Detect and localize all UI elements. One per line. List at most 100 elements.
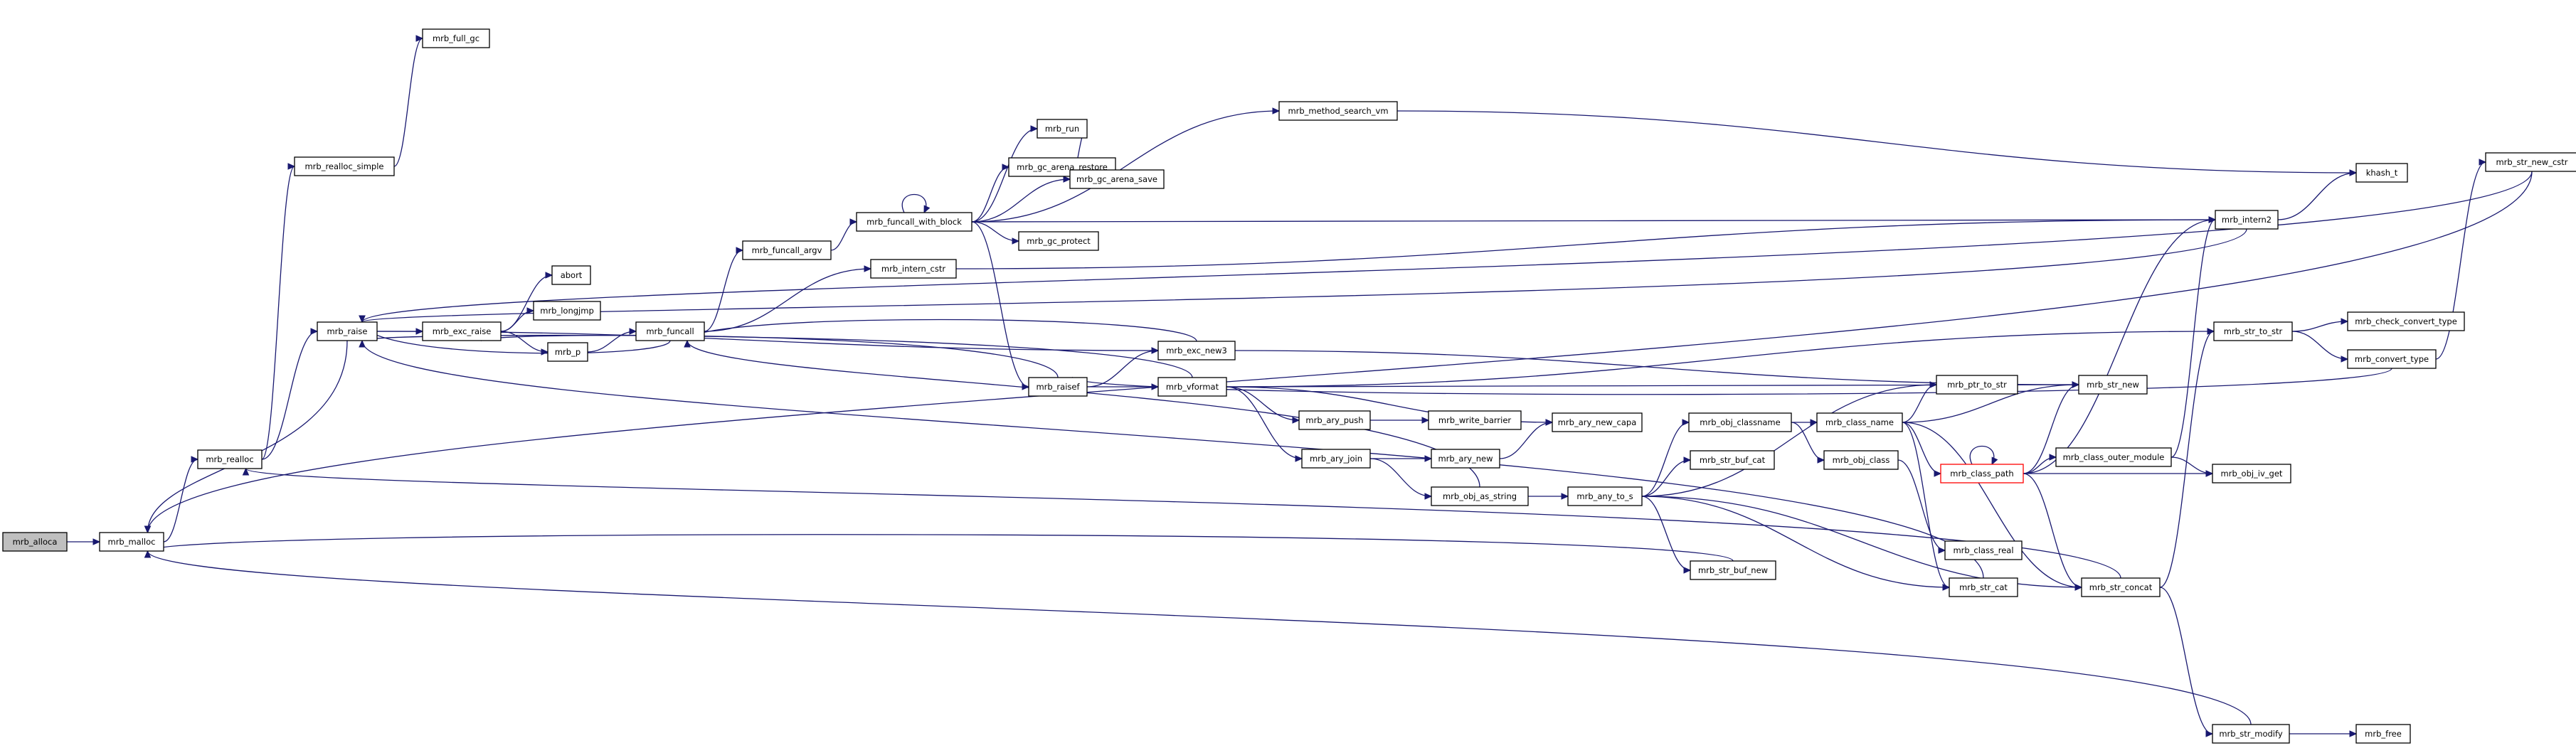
node-mrb-malloc[interactable]: mrb_malloc xyxy=(99,532,164,552)
node-mrb-obj-class[interactable]: mrb_obj_class xyxy=(1823,450,1899,470)
node-mrb-realloc-simple[interactable]: mrb_realloc_simple xyxy=(294,156,395,176)
edge-mrb-str-concat-to-mrb-realloc xyxy=(242,467,2121,579)
node-mrb-gc-arena-save[interactable]: mrb_gc_arena_save xyxy=(1069,169,1165,189)
node-mrb-ary-new[interactable]: mrb_ary_new xyxy=(1431,449,1500,469)
edge-mrb-raisef-to-mrb-exc-new3 xyxy=(1086,347,1160,388)
node-box xyxy=(2355,163,2408,183)
node-mrb-ary-new-capa[interactable]: mrb_ary_new_capa xyxy=(1552,412,1643,432)
node-abort[interactable]: abort xyxy=(551,265,591,285)
node-box xyxy=(1278,101,1398,121)
edge-mrb-funcall-with-block-to-mrb-gc-arena-save xyxy=(971,176,1071,223)
node-mrb-funcall-with-block[interactable]: mrb_funcall_with_block xyxy=(856,212,972,232)
edge-mrb-obj-class-to-mrb-class-real xyxy=(1897,459,1946,554)
node-mrb-free[interactable]: mrb_free xyxy=(2355,724,2411,744)
node-mrb-full-gc[interactable]: mrb_full_gc xyxy=(422,28,490,48)
node-box xyxy=(1069,169,1165,189)
node-mrb-write-barrier[interactable]: mrb_write_barrier xyxy=(1428,410,1522,430)
edge-mrb-vformat-to-mrb-str-to-str xyxy=(1226,328,2215,388)
node-mrb-str-cat[interactable]: mrb_str_cat xyxy=(1949,577,2018,597)
node-box xyxy=(1690,450,1775,470)
node-mrb-realloc[interactable]: mrb_realloc xyxy=(197,449,263,469)
edge-mrb-malloc-to-mrb-realloc xyxy=(163,456,199,543)
node-label: mrb_ary_new_capa xyxy=(1558,417,1637,427)
edge-mrb-any-to-s-to-mrb-str-buf-cat xyxy=(1641,456,1692,497)
node-label: mrb_funcall xyxy=(646,326,694,336)
node-box xyxy=(547,342,588,362)
edge-mrb-vformat-to-mrb-ary-push xyxy=(1226,386,1300,424)
node-mrb-intern2[interactable]: mrb_intern2 xyxy=(2215,210,2279,230)
node-label: mrb_intern_cstr xyxy=(881,264,945,274)
edge-mrb-intern2-to-mrb-raise xyxy=(359,228,2247,324)
edge-mrb-vformat-to-mrb-ary-join xyxy=(1226,386,1303,462)
node-mrb-longjmp[interactable]: mrb_longjmp xyxy=(533,301,601,321)
node-mrb-str-modify[interactable]: mrb_str_modify xyxy=(2212,724,2290,744)
node-box xyxy=(1431,486,1529,506)
node-mrb-p[interactable]: mrb_p xyxy=(547,342,588,362)
node-mrb-obj-as-string[interactable]: mrb_obj_as_string xyxy=(1431,486,1529,506)
node-mrb-intern-cstr[interactable]: mrb_intern_cstr xyxy=(870,259,957,279)
node-mrb-ary-push[interactable]: mrb_ary_push xyxy=(1298,410,1371,430)
node-mrb-check-convert-type[interactable]: mrb_check_convert_type xyxy=(2347,311,2465,331)
node-mrb-ptr-to-str[interactable]: mrb_ptr_to_str xyxy=(1936,375,2018,395)
edge-mrb-class-path-to-mrb-obj-iv-get xyxy=(2023,470,2214,477)
node-label: mrb_raise xyxy=(327,326,367,336)
edge-mrb-str-new-cstr-to-mrb-raise xyxy=(359,171,2533,324)
edge-mrb-class-path-to-mrb-str-concat xyxy=(2023,473,2083,591)
node-box xyxy=(2212,464,2291,483)
node-mrb-str-concat[interactable]: mrb_str_concat xyxy=(2081,577,2161,597)
node-box xyxy=(1428,410,1522,430)
node-mrb-vformat[interactable]: mrb_vformat xyxy=(1157,377,1227,397)
node-mrb-str-buf-cat[interactable]: mrb_str_buf_cat xyxy=(1690,450,1775,470)
node-mrb-funcall-argv[interactable]: mrb_funcall_argv xyxy=(742,240,832,260)
node-mrb-raisef[interactable]: mrb_raisef xyxy=(1028,377,1088,397)
node-box xyxy=(2347,349,2437,369)
node-label: abort xyxy=(561,270,583,280)
node-label: mrb_ary_new xyxy=(1438,454,1493,464)
node-box xyxy=(422,321,502,341)
edge-mrb-ary-push-to-mrb-write-barrier xyxy=(1370,417,1430,424)
node-label: mrb_obj_class xyxy=(1833,455,1890,465)
edge-mrb-class-name-to-mrb-class-path xyxy=(1902,422,1942,477)
edge-mrb-convert-type-to-mrb-str-new-cstr xyxy=(2435,159,2487,360)
edge-mrb-raise-to-mrb-malloc xyxy=(144,340,348,534)
node-mrb-any-to-s[interactable]: mrb_any_to_s xyxy=(1567,486,1643,506)
edge-mrb-any-to-s-to-mrb-str-buf-new xyxy=(1641,496,1692,574)
node-box xyxy=(1688,412,1792,432)
edge-mrb-class-path-to-mrb-class-path xyxy=(1969,445,1998,466)
node-box xyxy=(1431,449,1500,469)
node-mrb-convert-type[interactable]: mrb_convert_type xyxy=(2347,349,2437,369)
node-mrb-str-buf-new[interactable]: mrb_str_buf_new xyxy=(1690,560,1776,580)
node-box xyxy=(1567,486,1643,506)
edge-mrb-str-cat-to-mrb-raise xyxy=(359,339,1984,579)
node-label: mrb_str_cat xyxy=(1959,582,2008,592)
edge-mrb-str-to-str-to-mrb-convert-type xyxy=(2291,331,2349,363)
node-mrb-class-real[interactable]: mrb_class_real xyxy=(1944,540,2023,560)
node-mrb-str-to-str[interactable]: mrb_str_to_str xyxy=(2213,321,2293,341)
node-mrb-str-new[interactable]: mrb_str_new xyxy=(2078,375,2148,395)
node-label: mrb_full_gc xyxy=(433,33,479,43)
edge-mrb-exc-new3-to-mrb-funcall xyxy=(684,319,1197,342)
node-mrb-class-name[interactable]: mrb_class_name xyxy=(1816,412,1903,432)
node-mrb-funcall[interactable]: mrb_funcall xyxy=(635,321,705,341)
node-mrb-class-outer-module[interactable]: mrb_class_outer_module xyxy=(2055,447,2172,467)
node-khash-t[interactable]: khash_t xyxy=(2355,163,2408,183)
node-mrb-run[interactable]: mrb_run xyxy=(1037,119,1088,139)
node-mrb-alloca[interactable]: mrb_alloca xyxy=(2,532,68,552)
node-mrb-exc-raise[interactable]: mrb_exc_raise xyxy=(422,321,502,341)
node-box xyxy=(2485,152,2576,172)
edge-mrb-realloc-to-mrb-raise xyxy=(261,328,319,460)
node-mrb-obj-iv-get[interactable]: mrb_obj_iv_get xyxy=(2212,464,2291,483)
node-label: mrb_ary_push xyxy=(1305,415,1363,425)
node-label: mrb_convert_type xyxy=(2355,354,2429,364)
node-mrb-gc-protect[interactable]: mrb_gc_protect xyxy=(1018,231,1099,251)
node-mrb-str-new-cstr[interactable]: mrb_str_new_cstr xyxy=(2485,152,2576,172)
node-mrb-ary-join[interactable]: mrb_ary_join xyxy=(1301,449,1371,469)
edge-mrb-funcall-to-mrb-raise xyxy=(359,321,671,354)
node-mrb-raise[interactable]: mrb_raise xyxy=(317,321,378,341)
node-mrb-method-search-vm[interactable]: mrb_method_search_vm xyxy=(1278,101,1398,121)
node-mrb-obj-classname[interactable]: mrb_obj_classname xyxy=(1688,412,1792,432)
node-label: mrb_exc_new3 xyxy=(1166,346,1227,356)
node-mrb-class-path[interactable]: mrb_class_path xyxy=(1940,464,2024,483)
node-mrb-exc-new3[interactable]: mrb_exc_new3 xyxy=(1157,341,1236,360)
node-label: mrb_check_convert_type xyxy=(2355,316,2457,326)
